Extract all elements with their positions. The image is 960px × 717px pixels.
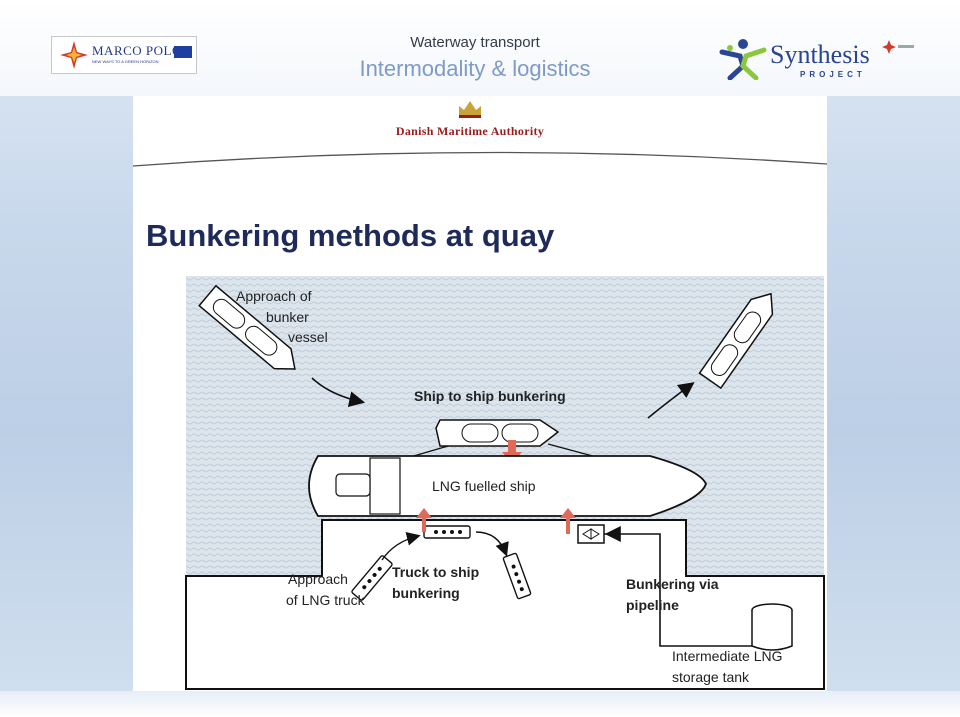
- label-pipeline-2: pipeline: [626, 597, 679, 613]
- synthesis-logo: Synthesis: [770, 40, 870, 69]
- header-subtitle: Intermodality & logistics: [359, 56, 591, 81]
- label-ship-to-ship: Ship to ship bunkering: [414, 388, 566, 404]
- approach-bunker-vessel: [198, 284, 296, 370]
- marco-polo-name: MARCO POLO: [92, 43, 182, 58]
- compass-star-icon: [60, 41, 88, 69]
- departing-lng-truck: [502, 552, 532, 600]
- lng-fuelled-ship: [308, 455, 707, 517]
- label-approach-bunker-2: bunker: [266, 309, 309, 325]
- slide-title: Bunkering methods at quay: [146, 218, 555, 253]
- label-truck-to-ship-2: bunkering: [392, 585, 460, 601]
- departing-bunker-vessel: [698, 292, 774, 390]
- partner-logo-icon: [882, 40, 914, 54]
- truck-transfer-arrow: [416, 508, 432, 532]
- header-curve: [133, 151, 827, 167]
- label-storage-1: Intermediate LNG: [672, 648, 783, 664]
- authority-name: Danish Maritime Authority: [395, 124, 545, 138]
- eu-flag-icon: [174, 46, 192, 58]
- crown-icon: [459, 101, 481, 118]
- pipeline-transfer-arrow: [560, 508, 576, 534]
- pipeline-system: [577, 524, 752, 647]
- label-pipeline-1: Bunkering via: [626, 576, 719, 592]
- header-title: Waterway transport: [410, 34, 540, 51]
- lng-storage-tank: [751, 603, 793, 651]
- label-approach-truck-2: of LNG truck: [286, 592, 365, 608]
- marco-polo-tagline: NEW WAYS TO A GREEN HORIZON: [92, 59, 159, 64]
- footer-band: [0, 691, 960, 717]
- synthesis-sub: PROJECT: [800, 70, 866, 79]
- label-approach-bunker-1: Approach of: [236, 288, 312, 304]
- label-lng-fuelled-ship: LNG fuelled ship: [432, 478, 536, 494]
- label-approach-truck-1: Approach: [288, 571, 348, 587]
- marco-polo-logo: MARCO POLO NEW WAYS TO A GREEN HORIZON: [51, 36, 197, 74]
- label-approach-bunker-3: vessel: [288, 329, 328, 345]
- label-storage-2: storage tank: [672, 669, 750, 685]
- ship-to-ship-vessel: [399, 419, 601, 461]
- approaching-lng-truck: [351, 555, 393, 601]
- label-truck-to-ship-1: Truck to ship: [392, 564, 480, 580]
- synthesis-figure-icon: [719, 39, 767, 80]
- truck-at-quay: [423, 525, 471, 539]
